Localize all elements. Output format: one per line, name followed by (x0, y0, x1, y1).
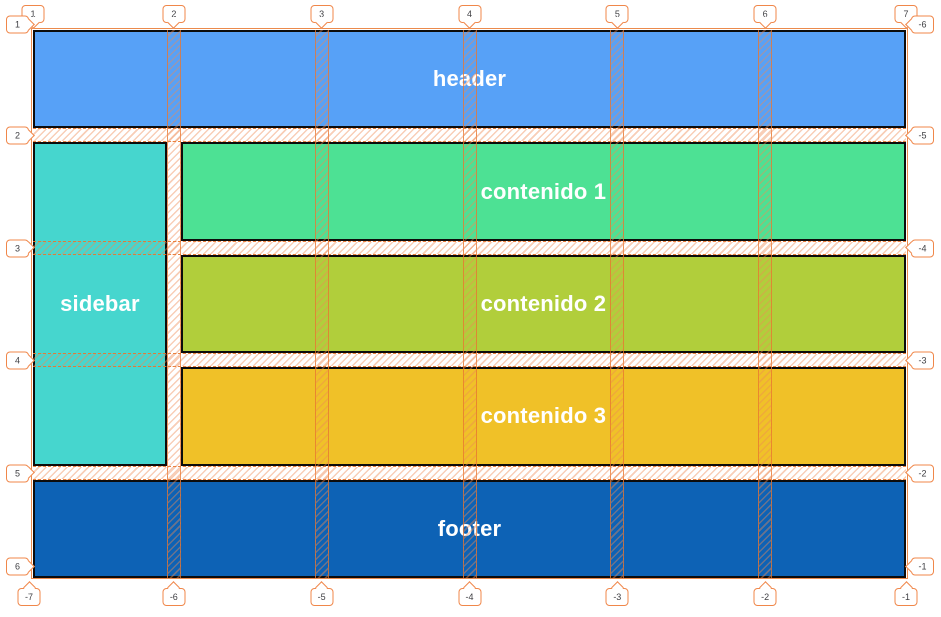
grid-line-marker-top: 4 (458, 4, 481, 29)
grid-block-contenido-2: contenido 2 (180, 254, 906, 354)
grid-line-marker-left: 3 (6, 238, 35, 258)
grid-line-marker-top: 2 (162, 4, 186, 29)
grid-line-marker-bottom: -7 (17, 581, 41, 606)
grid-block-footer: footer (33, 479, 906, 578)
grid-line-marker-bottom: -3 (605, 581, 629, 606)
header-label: header (433, 66, 506, 92)
column-gap-strip (758, 30, 773, 578)
grid-line-marker-right: -2 (905, 463, 934, 483)
grid-line-number: 4 (458, 5, 481, 23)
grid-line-marker-left: 1 (6, 15, 35, 34)
contenido-3-label: contenido 3 (480, 403, 607, 429)
contenido-2-label: contenido 2 (480, 290, 607, 316)
grid-line-marker-left: 4 (6, 351, 35, 370)
grid-block-contenido-3: contenido 3 (180, 367, 906, 466)
grid-line-marker-bottom: -2 (753, 581, 777, 606)
grid-line-marker-top: 6 (753, 4, 777, 29)
grid-block-sidebar: sidebar (33, 142, 167, 466)
grid-line-number: -1 (894, 588, 918, 606)
grid-line-marker-left: 5 (6, 463, 35, 483)
grid-block-contenido-1: contenido 1 (180, 142, 906, 241)
grid-line-marker-top: 5 (605, 4, 629, 29)
grid-line-number: 4 (6, 351, 29, 370)
grid-line-number: -2 (911, 464, 934, 483)
contenido-1-label: contenido 1 (480, 178, 607, 204)
column-gap-strip (462, 30, 477, 578)
row-gap-strip (33, 465, 906, 480)
row-gap-strip (33, 240, 906, 255)
grid-line-marker-top: 3 (310, 4, 334, 29)
grid-line-marker-right: -6 (905, 15, 934, 34)
row-gap-strip (33, 353, 906, 368)
column-gap-strip (166, 30, 181, 578)
column-gap-strip (610, 30, 625, 578)
grid-line-marker-bottom: -5 (310, 581, 334, 606)
grid-line-marker-right: -1 (905, 557, 934, 576)
grid-line-marker-right: -3 (905, 351, 934, 370)
grid-line-marker-right: -5 (905, 126, 934, 145)
grid-block-header: header (33, 30, 906, 129)
grid-line-marker-bottom: -6 (162, 581, 186, 606)
sidebar-label: sidebar (60, 290, 140, 316)
row-gap-strip (33, 128, 906, 143)
grid-line-marker-left: 6 (6, 557, 35, 576)
column-gap-strip (314, 30, 329, 578)
grid-line-marker-bottom: -4 (458, 581, 481, 606)
grid-line-marker-left: 2 (6, 126, 35, 145)
grid-line-marker-bottom: -1 (894, 581, 918, 606)
grid-line-marker-right: -4 (905, 238, 934, 258)
footer-label: footer (438, 516, 502, 542)
